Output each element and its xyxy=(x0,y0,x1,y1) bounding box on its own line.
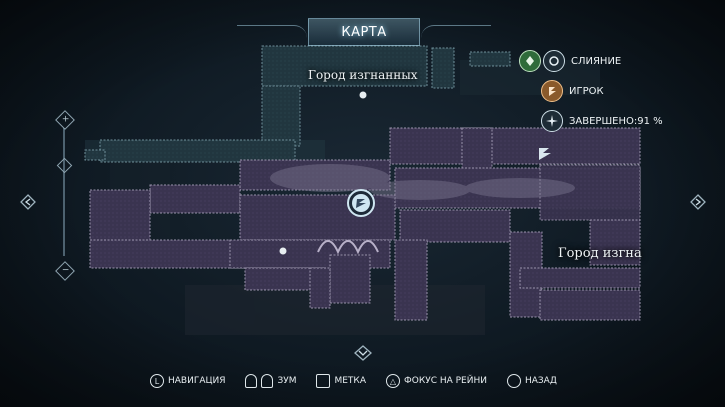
plus-icon: + xyxy=(61,114,70,125)
control-focus-label: ФОКУС НА РЕЙНИ xyxy=(403,376,487,386)
controls-bar: L НАВИГАЦИЯ ЗУМ МЕТКА △ ФОКУС НА РЕЙНИ Н… xyxy=(150,374,557,388)
control-zoom-label: ЗУМ xyxy=(277,376,297,386)
control-mark[interactable]: МЕТКА xyxy=(316,374,366,388)
player-icon xyxy=(541,80,563,102)
legend-merge: СЛИЯНИЕ xyxy=(519,50,621,72)
control-back[interactable]: НАЗАД xyxy=(506,374,557,388)
map-upper-area xyxy=(84,45,511,163)
left-stick-icon: L xyxy=(150,374,164,388)
legend-merge-label: СЛИЯНИЕ xyxy=(571,55,622,67)
map-title-banner: КАРТА xyxy=(237,18,491,46)
legend-player: ИГРОК xyxy=(541,80,604,102)
scroll-right-arrow-icon[interactable] xyxy=(690,194,706,210)
control-navigate[interactable]: L НАВИГАЦИЯ xyxy=(150,374,225,388)
scroll-left-arrow-icon[interactable] xyxy=(20,194,36,210)
save-point-marker xyxy=(279,91,367,255)
fast-travel-marker xyxy=(539,148,551,160)
zoom-slider-track[interactable] xyxy=(63,128,65,256)
scroll-down-arrow-icon[interactable] xyxy=(354,345,372,361)
legend-player-label: ИГРОК xyxy=(569,85,604,97)
player-map-marker xyxy=(347,189,375,217)
minus-icon: − xyxy=(61,265,70,276)
merge-icon xyxy=(519,50,541,72)
control-focus[interactable]: △ ФОКУС НА РЕЙНИ xyxy=(385,374,487,388)
region-label-right: Город изгна xyxy=(558,246,642,261)
legend-completion-label: ЗАВЕРШЕНО:91 % xyxy=(569,115,663,127)
map-rooms xyxy=(89,127,641,321)
page-title: КАРТА xyxy=(341,24,387,40)
control-navigate-label: НАВИГАЦИЯ xyxy=(168,376,226,386)
control-mark-label: МЕТКА xyxy=(334,376,366,386)
region-label-top: Город изгнанных xyxy=(308,68,418,82)
control-zoom[interactable]: ЗУМ xyxy=(245,374,296,388)
right-trigger-icon xyxy=(261,374,274,388)
circle-button-icon xyxy=(506,374,521,388)
compass-star-icon xyxy=(541,110,563,132)
merge-partner-icon xyxy=(543,50,565,72)
square-button-icon xyxy=(316,374,331,388)
control-back-label: НАЗАД xyxy=(524,376,557,386)
map-fog xyxy=(270,164,575,200)
legend-completion: ЗАВЕРШЕНО:91 % xyxy=(541,110,663,132)
left-trigger-icon xyxy=(245,374,258,388)
map-arches xyxy=(317,240,379,255)
triangle-button-icon: △ xyxy=(385,374,400,388)
